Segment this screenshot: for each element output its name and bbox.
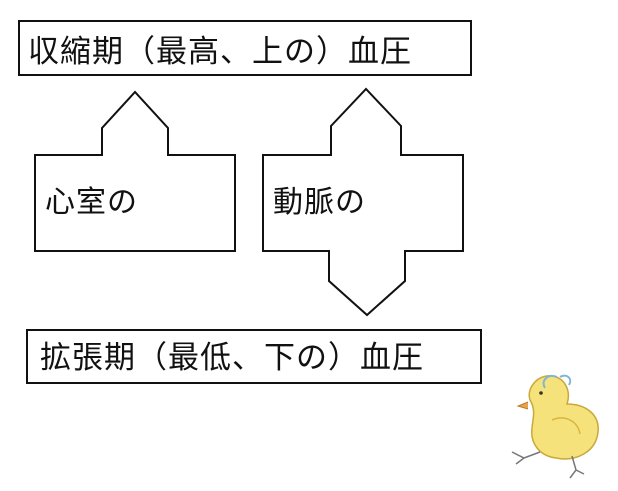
systolic-box [18, 20, 472, 76]
diastolic-box [26, 329, 482, 384]
diastolic-pressure-label: 拡張期（最低、下の）血圧 [40, 340, 424, 376]
ventricle-up-arrow-box [34, 90, 236, 252]
systolic-pressure-label: 収縮期（最高、上の）血圧 [28, 34, 412, 70]
artery-double-arrow-box [262, 87, 464, 317]
ventricle-label: 心室の [45, 185, 138, 220]
chick-icon [511, 374, 599, 479]
artery-label: 動脈の [273, 185, 366, 220]
